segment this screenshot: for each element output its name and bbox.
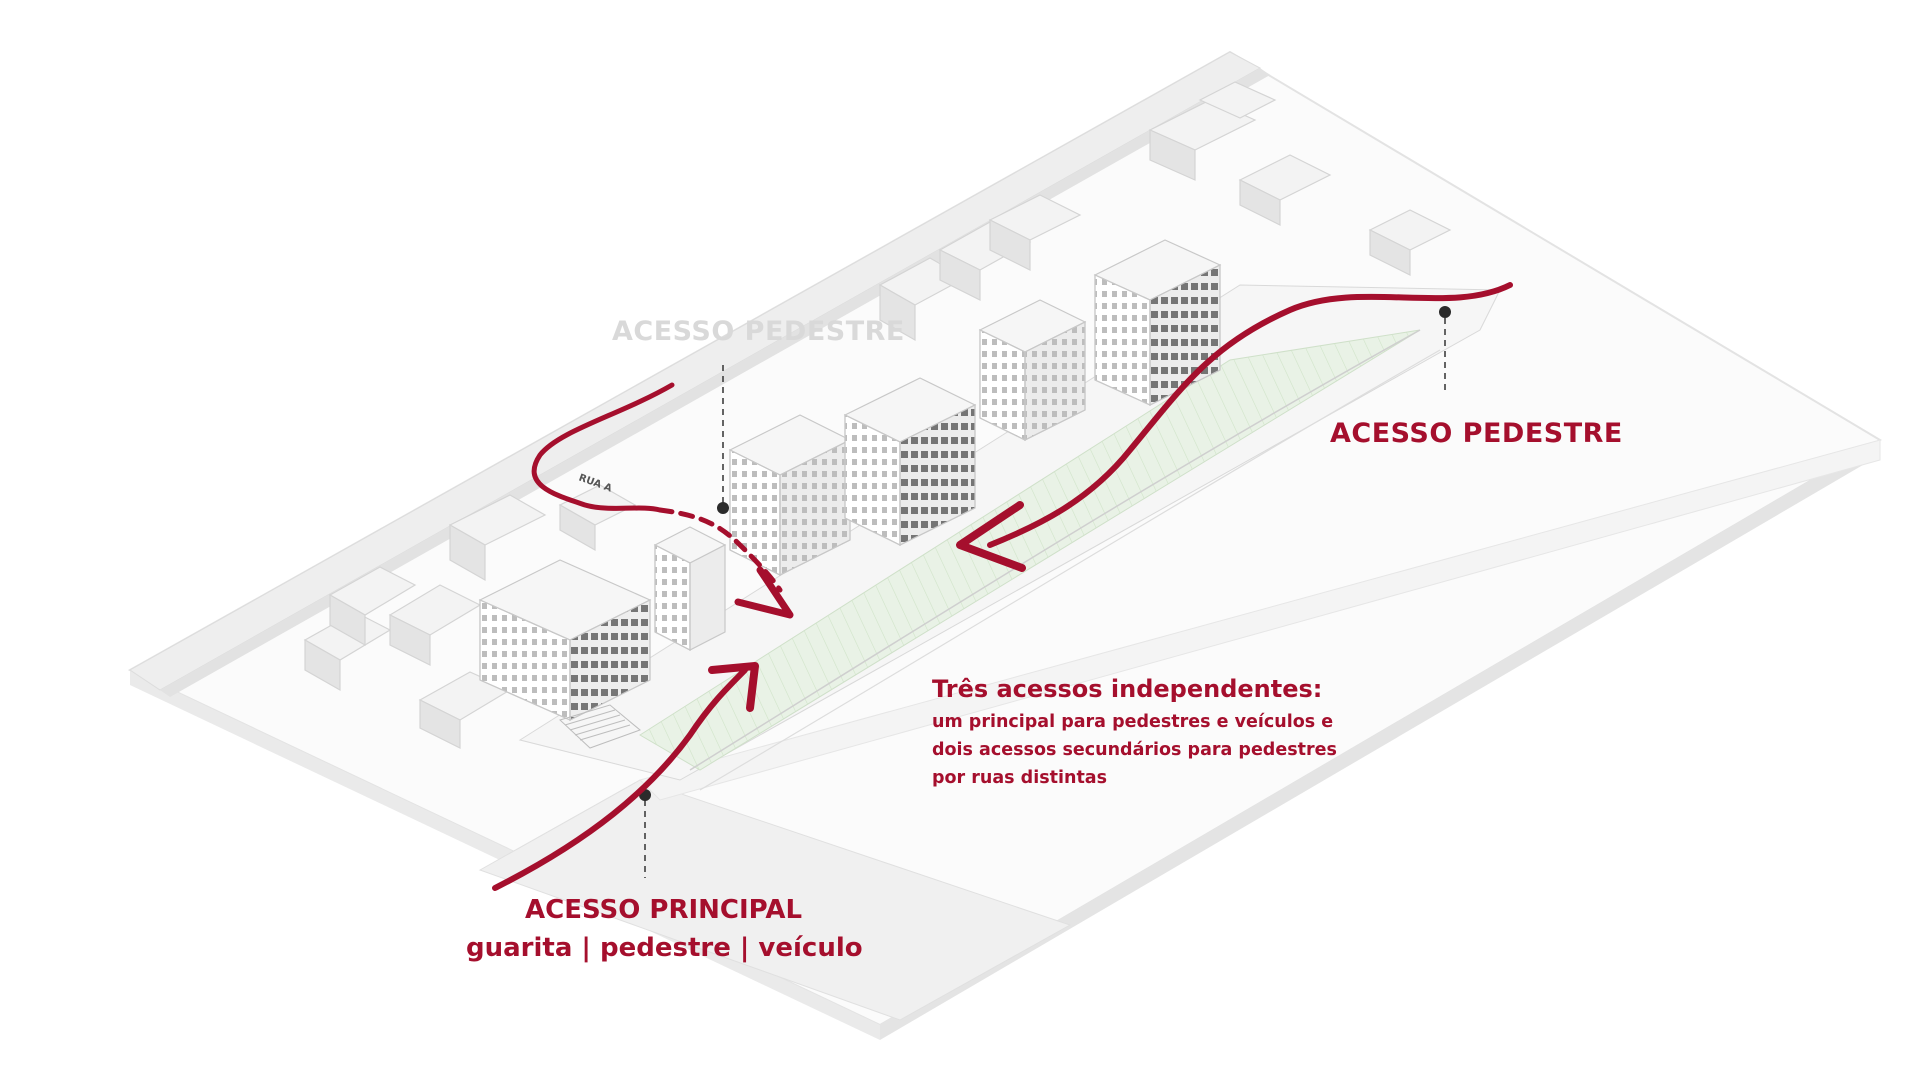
apartment-towers <box>478 239 1222 721</box>
site-lot <box>518 284 1501 791</box>
front-streets <box>478 439 1881 1021</box>
pedestrian-access-right-label: ACESSO PEDESTRE <box>1330 418 1623 449</box>
main-access-title: ACESSO PRINCIPAL <box>525 895 803 925</box>
pedestrian-access-back-label: ACESSO PEDESTRE <box>612 316 905 347</box>
guardhouse-canopy <box>559 704 641 749</box>
leader-lines <box>644 318 1446 878</box>
info-title: Três acessos independentes: <box>932 675 1323 703</box>
info-line: um principal para pedestres e veículos e <box>932 712 1334 732</box>
neighbour-blocks <box>303 81 1452 749</box>
info-line: dois acessos secundários para pedestres <box>932 740 1337 760</box>
access-arrows <box>492 282 1513 891</box>
main-access-subtitle: guarita | pedestre | veículo <box>466 933 863 963</box>
info-line: por ruas distintas <box>932 768 1108 788</box>
